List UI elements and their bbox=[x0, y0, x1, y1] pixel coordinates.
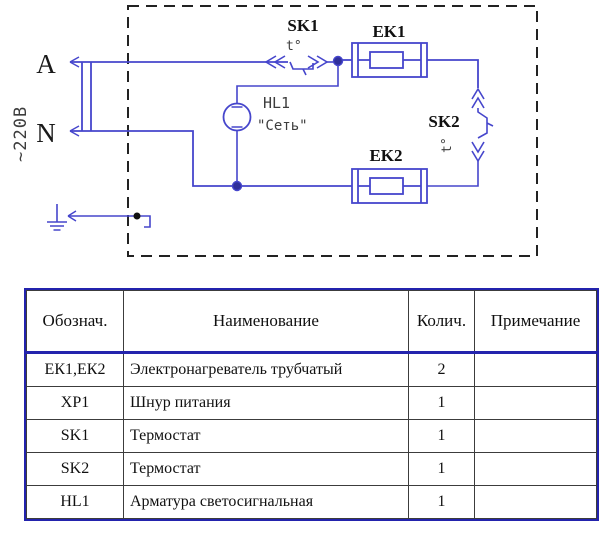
thermostat-sk2-symbol bbox=[427, 87, 494, 187]
ground-branch bbox=[47, 204, 151, 231]
cell-name: Электронагреватель трубчатый bbox=[123, 352, 409, 387]
phase-label: A bbox=[36, 49, 56, 79]
table-header-row: Обознач. Наименование Колич. Примечание bbox=[26, 290, 597, 354]
heater-ek1-symbol bbox=[342, 42, 479, 88]
heater-ek2-symbol bbox=[351, 168, 428, 204]
cell-note bbox=[474, 419, 597, 453]
cell-ref: ЕК1,ЕК2 bbox=[26, 352, 124, 387]
header-note: Примечание bbox=[474, 290, 597, 354]
hl1-caption: "Сеть" bbox=[257, 118, 308, 134]
cell-note bbox=[474, 452, 597, 486]
cell-qty: 1 bbox=[408, 485, 475, 519]
table-row: HL1 Арматура светосигнальная 1 bbox=[26, 485, 597, 519]
circuit-diagram: A N ~220В SK1 t° EK1 HL1 "Сеть" SK2 t° E… bbox=[11, 5, 538, 257]
ek2-label: EK2 bbox=[369, 146, 402, 165]
cell-qty: 1 bbox=[408, 386, 475, 420]
ek1-label: EK1 bbox=[372, 22, 405, 41]
neutral-arrow-icon bbox=[69, 125, 80, 137]
voltage-label: ~220В bbox=[11, 106, 31, 162]
header-ref: Обознач. bbox=[26, 290, 124, 354]
parts-list: Обознач. Наименование Колич. Примечание … bbox=[26, 290, 597, 519]
cell-note bbox=[474, 386, 597, 420]
lamp-hl1-symbol bbox=[222, 65, 339, 186]
header-qty: Колич. bbox=[408, 290, 475, 354]
connector-chevrons-left-icon bbox=[264, 55, 286, 69]
cell-note bbox=[474, 352, 597, 387]
border-junction-dot-icon bbox=[133, 212, 141, 220]
thermostat-sk1-symbol bbox=[264, 55, 333, 76]
table-row: ХР1 Шнур питания 1 bbox=[26, 386, 597, 420]
table-row: ЕК1,ЕК2 Электронагреватель трубчатый 2 bbox=[26, 352, 597, 387]
sk2-temp-label: t° bbox=[440, 137, 455, 153]
parts-table: Обознач. Наименование Колич. Примечание … bbox=[24, 288, 599, 521]
connector-chevrons-down-icon bbox=[471, 141, 485, 163]
cell-ref: ХР1 bbox=[26, 386, 124, 420]
ground-arrow-icon bbox=[67, 210, 77, 222]
cell-ref: SK2 bbox=[26, 452, 124, 486]
cell-name: Шнур питания bbox=[123, 386, 409, 420]
sk1-label: SK1 bbox=[287, 16, 318, 35]
sk1-temp-label: t° bbox=[286, 39, 302, 54]
neutral-label: N bbox=[36, 118, 56, 148]
sk2-contact-blade bbox=[477, 108, 494, 139]
junction-terminal-top-icon bbox=[332, 55, 344, 67]
connector-chevrons-up-icon bbox=[471, 87, 485, 109]
connector-chevrons-right-icon bbox=[307, 55, 329, 69]
header-name: Наименование bbox=[123, 290, 409, 354]
table-row: SK1 Термостат 1 bbox=[26, 419, 597, 453]
phase-arrow-icon bbox=[69, 56, 80, 68]
cell-qty: 1 bbox=[408, 419, 475, 453]
cell-qty: 2 bbox=[408, 352, 475, 387]
earth-ground-icon bbox=[47, 204, 67, 231]
cell-name: Арматура светосигнальная bbox=[123, 485, 409, 519]
junction-terminal-bottom-icon bbox=[231, 180, 243, 192]
sk1-contact-blade bbox=[289, 61, 314, 76]
supply-wires bbox=[69, 56, 352, 187]
cell-ref: HL1 bbox=[26, 485, 124, 519]
cell-note bbox=[474, 485, 597, 519]
cell-name: Термостат bbox=[123, 419, 409, 453]
sk2-label: SK2 bbox=[428, 112, 459, 131]
hl1-label: HL1 bbox=[263, 94, 290, 112]
table-row: SK2 Термостат 1 bbox=[26, 452, 597, 486]
cell-qty: 1 bbox=[408, 452, 475, 486]
cell-ref: SK1 bbox=[26, 419, 124, 453]
cell-name: Термостат bbox=[123, 452, 409, 486]
